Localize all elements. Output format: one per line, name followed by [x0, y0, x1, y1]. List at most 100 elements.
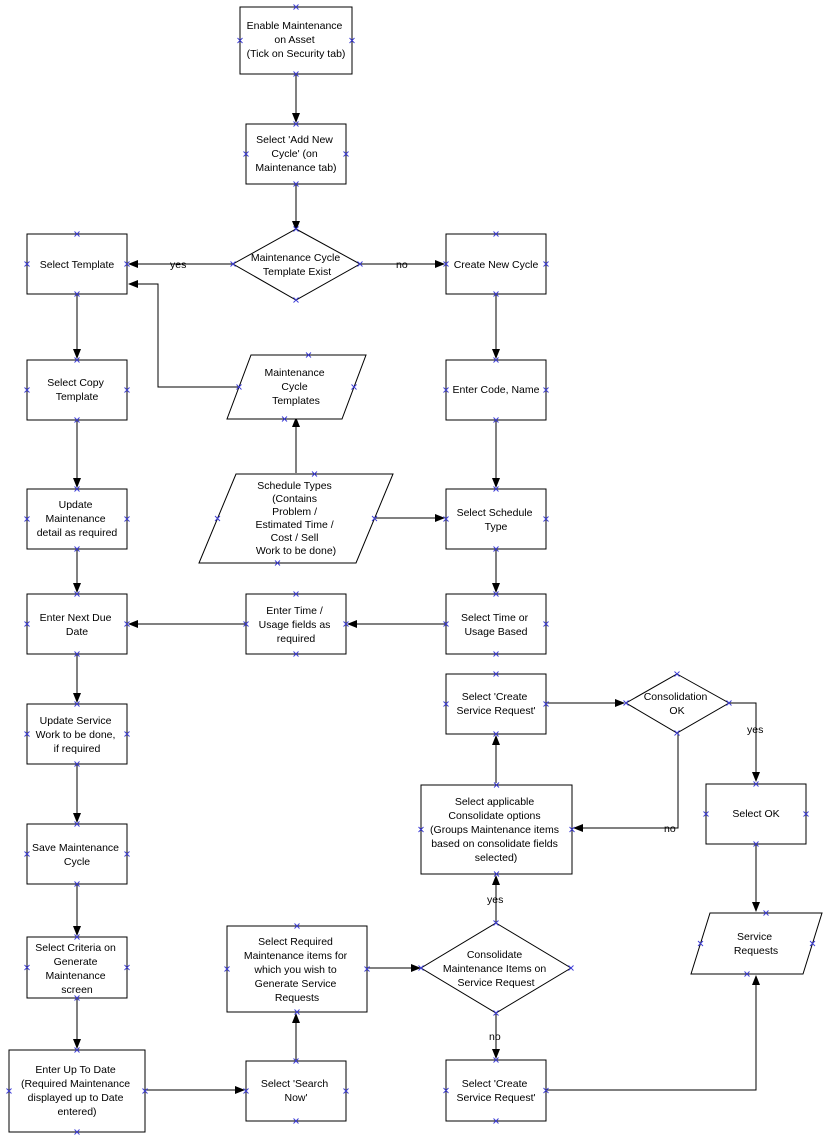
connection-point-mark: [674, 671, 680, 677]
connection-point-mark: [243, 621, 249, 627]
connection-point-mark: [443, 387, 449, 393]
edge-templates-to-select: [128, 280, 245, 388]
text-create-sr-bottom: Select 'Create Service Request': [456, 1078, 535, 1104]
connection-point-mark: [726, 700, 732, 706]
connection-point-mark: [243, 1088, 249, 1094]
connection-point-mark: [124, 387, 130, 393]
connection-point-mark: [74, 701, 80, 707]
connection-point-mark: [230, 261, 236, 267]
connection-point-mark: [697, 940, 704, 947]
connection-point-mark: [543, 701, 549, 707]
connection-point-mark: [493, 671, 499, 677]
connection-point-mark: [493, 731, 499, 737]
connection-point-mark: [809, 940, 816, 947]
text-schedule-types: Schedule Types (Contains Problem / Estim…: [255, 480, 336, 557]
text-template-exist: Maintenance Cycle Template Exist: [251, 252, 343, 278]
connection-point-mark: [124, 516, 130, 522]
label-consolidate-yes: yes: [487, 894, 503, 906]
connection-point-mark: [124, 851, 130, 857]
connection-point-mark: [418, 826, 424, 833]
connection-point-mark: [343, 621, 349, 627]
node-enter-code-name: [445, 359, 547, 421]
decision-template-exist: [231, 228, 362, 301]
connection-point-mark: [74, 291, 80, 297]
text-update-detail: Update Maintenance detail as required: [37, 499, 118, 539]
connection-point-mark: [493, 417, 499, 423]
text-select-consolidate: Select applicable Consolidate options (G…: [430, 796, 562, 864]
label-consolidation-yes: yes: [747, 724, 763, 736]
edge-consolidation-yes: [729, 702, 760, 782]
connection-points: [6, 4, 816, 1135]
text-add-new-cycle: Select 'Add New Cycle' (on Maintenance t…: [255, 134, 336, 174]
connection-point-mark: [281, 416, 288, 422]
connection-point-mark: [74, 231, 80, 237]
connection-point-mark: [311, 471, 318, 477]
text-enter-up-to-date: Enter Up To Date (Required Maintenance d…: [21, 1064, 133, 1118]
text-create-new-cycle: Create New Cycle: [454, 259, 539, 271]
text-enter-code-name: Enter Code, Name: [453, 384, 540, 396]
connection-point-mark: [237, 37, 243, 44]
connection-point-mark: [243, 151, 249, 157]
connection-point-mark: [371, 515, 378, 522]
text-consolidate-items: Consolidate Maintenance Items on Service…: [443, 949, 549, 989]
edge-sr-bottom-to-requests: [546, 975, 760, 1091]
connection-point-mark: [24, 387, 30, 393]
connection-point-mark: [349, 37, 355, 44]
label-consolidate-no: no: [489, 1031, 501, 1043]
node-select-schedule-type: [445, 488, 547, 550]
node-select-required: [226, 925, 368, 1013]
connection-point-mark: [443, 1087, 449, 1094]
node-enter-up-to-date: [8, 1049, 146, 1133]
connection-point-mark: [493, 1057, 499, 1063]
connection-point-mark: [124, 731, 130, 737]
text-enter-time-usage: Enter Time / Usage fields as required: [259, 605, 334, 645]
connection-point-mark: [674, 730, 680, 736]
connection-point-mark: [124, 261, 130, 267]
connection-point-mark: [274, 560, 281, 566]
connection-point-mark: [443, 516, 449, 522]
connection-point-mark: [74, 357, 80, 363]
connection-point-mark: [293, 4, 299, 10]
connection-point-mark: [74, 651, 80, 657]
connection-point-mark: [543, 621, 549, 627]
connection-point-mark: [293, 226, 299, 232]
connection-point-mark: [543, 516, 549, 522]
node-search-now: [245, 1060, 347, 1122]
text-select-template: Select Template: [40, 259, 115, 271]
connection-point-mark: [623, 700, 629, 706]
connection-point-mark: [568, 965, 574, 971]
node-create-sr-top: [445, 673, 547, 735]
text-enter-next-due: Enter Next Due Date: [40, 612, 115, 638]
connection-point-mark: [74, 821, 80, 827]
node-select-time-usage: [445, 593, 547, 655]
connection-point-mark: [305, 352, 312, 358]
node-select-template: [26, 233, 128, 295]
connection-point-mark: [493, 357, 499, 363]
connection-point-mark: [364, 966, 370, 972]
connection-point-mark: [74, 546, 80, 552]
data-schedule-types: [198, 473, 394, 564]
text-select-schedule-type: Select Schedule Type: [457, 507, 536, 533]
connection-point-mark: [293, 297, 299, 303]
connection-point-mark: [343, 151, 349, 157]
connection-point-mark: [74, 934, 80, 940]
connection-point-mark: [6, 1088, 12, 1094]
text-service-requests: Service Requests: [734, 931, 778, 957]
connection-point-mark: [763, 910, 769, 916]
connection-point-mark: [493, 1118, 499, 1124]
connection-point-mark: [293, 181, 299, 187]
connection-point-mark: [74, 417, 80, 423]
text-search-now: Select 'Search Now': [261, 1078, 331, 1104]
connection-point-mark: [493, 920, 499, 926]
connection-point-mark: [357, 261, 363, 267]
label-template-no: no: [396, 259, 408, 271]
node-select-copy-template: [26, 359, 128, 421]
connection-point-mark: [74, 761, 80, 767]
connection-point-mark: [443, 701, 449, 707]
connection-point-mark: [443, 621, 449, 627]
connection-point-mark: [543, 387, 549, 393]
connection-point-mark: [493, 1010, 499, 1016]
connection-point-mark: [493, 871, 500, 877]
connection-point-mark: [703, 811, 709, 817]
data-service-requests: [690, 912, 823, 975]
